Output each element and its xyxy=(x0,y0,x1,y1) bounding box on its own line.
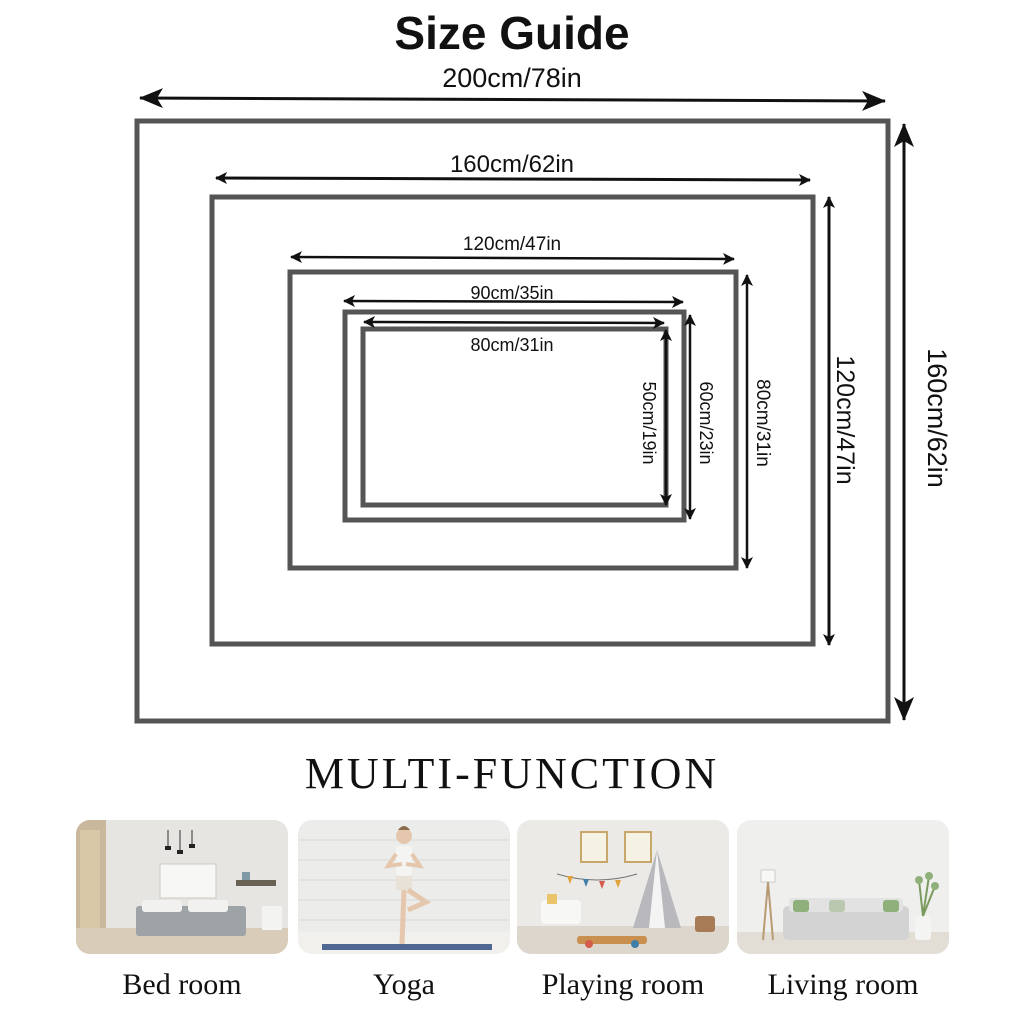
page-title: Size Guide xyxy=(394,7,630,59)
use-label-living-room: Living room xyxy=(767,968,919,1001)
size-160x120: 160cm/62in 120cm/47in xyxy=(209,151,859,647)
living-room-photo xyxy=(737,820,949,954)
use-label-playroom: Playing room xyxy=(541,968,705,1001)
multi-function-heading: MULTI-FUNCTION xyxy=(304,749,720,798)
width-label: 160cm/62in xyxy=(450,151,574,178)
size-frame xyxy=(360,326,669,508)
height-label: 80cm/31in xyxy=(752,379,773,467)
width-arrow xyxy=(139,88,886,111)
use-label-bedroom: Bed room xyxy=(122,968,242,1001)
width-label: 90cm/35in xyxy=(470,283,553,303)
height-label: 160cm/62in xyxy=(922,348,952,488)
use-label-yoga: Yoga xyxy=(373,968,435,1001)
height-label: 60cm/23in xyxy=(696,381,716,464)
size-200x160: 200cm/78in 160cm/62in xyxy=(134,63,952,724)
playroom-photo xyxy=(517,820,729,954)
height-label: 120cm/47in xyxy=(831,355,859,484)
bedroom-photo xyxy=(76,820,288,954)
yoga-photo xyxy=(298,820,510,954)
height-label: 50cm/19in xyxy=(639,381,659,464)
size-frame xyxy=(287,269,739,571)
size-120x80: 120cm/47in 80cm/31in xyxy=(287,234,773,571)
width-arrow xyxy=(215,172,811,186)
size-80x50: 80cm/31in 50cm/19in xyxy=(360,316,672,508)
size-frame xyxy=(209,194,816,647)
width-arrow xyxy=(363,316,665,329)
width-label: 200cm/78in xyxy=(442,63,582,93)
width-label: 80cm/31in xyxy=(470,335,553,355)
size-90x60: 90cm/35in 60cm/23in xyxy=(342,283,716,523)
width-arrow xyxy=(290,251,735,265)
width-label: 120cm/47in xyxy=(463,234,561,255)
size-frame xyxy=(134,118,891,724)
width-arrow xyxy=(343,295,684,308)
size-diagram: 200cm/78in 160cm/62in 160cm/62in 120cm/4… xyxy=(134,63,952,724)
